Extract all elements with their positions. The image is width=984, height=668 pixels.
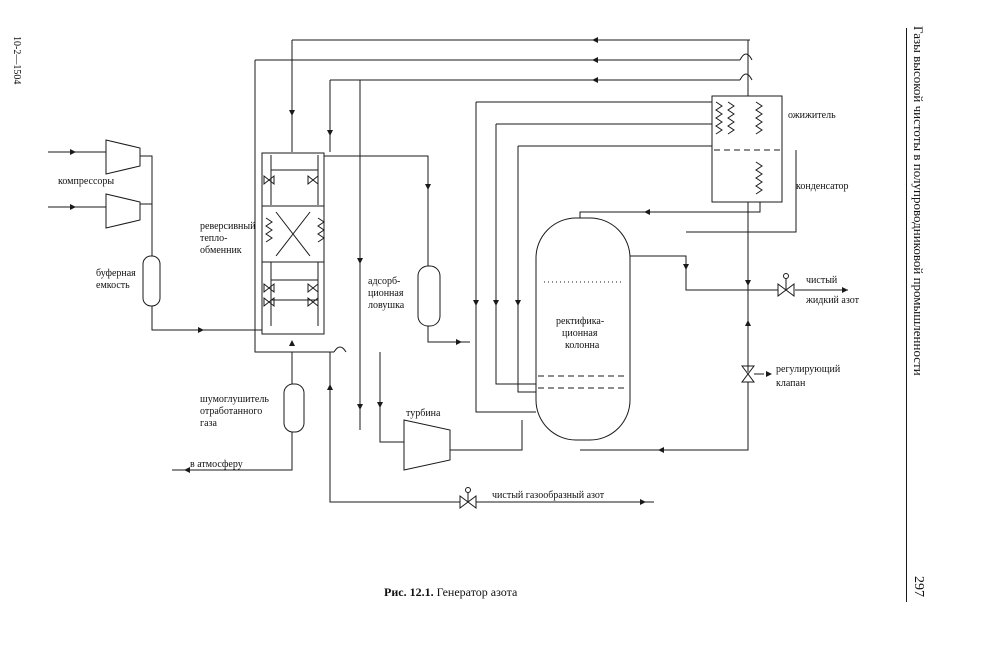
label-silencer-2: отработанного <box>200 406 262 417</box>
adsorber-trap <box>417 265 441 327</box>
figure-caption: Рис. 12.1. Генератор азота <box>384 585 517 600</box>
label-column-1: ректифика- <box>556 316 604 327</box>
label-gas-product: чистый газообразный азот <box>492 490 605 501</box>
label-liquid-2: жидкий азот <box>805 295 860 306</box>
label-adsorber-2: ционная <box>368 288 404 299</box>
label-liquefier: ожижитель <box>788 110 836 121</box>
label-buffer-1: буферная <box>96 268 136 279</box>
label-atmosphere: в атмосферу <box>190 459 243 470</box>
switching-valves <box>263 174 319 308</box>
silencer <box>283 383 305 433</box>
label-adsorber-3: ловушка <box>368 300 405 311</box>
liquefier-condenser <box>711 95 783 203</box>
label-valve-1: регулирующий <box>776 364 841 375</box>
label-compressors: компрессоры <box>58 176 114 187</box>
rectification-column <box>535 217 631 441</box>
equipment <box>105 95 795 509</box>
buffer-vessel <box>142 255 161 307</box>
label-condenser: конденсатор <box>796 181 849 192</box>
label-column-3: колонна <box>565 340 600 351</box>
label-column-2: ционная <box>562 328 598 339</box>
label-silencer-1: шумоглушитель <box>200 394 269 405</box>
label-exchanger-1: реверсивный <box>200 221 256 232</box>
label-silencer-3: газа <box>200 418 217 429</box>
label-exchanger-3: обменник <box>200 245 242 256</box>
label-valve-2: клапан <box>776 378 806 389</box>
compressor-1 <box>105 139 141 175</box>
label-exchanger-2: тепло- <box>200 233 227 244</box>
label-buffer-2: емкость <box>96 280 130 291</box>
caption-text: Генератор азота <box>436 585 518 599</box>
margin-rule <box>906 28 907 602</box>
label-adsorber-1: адсорб- <box>368 276 400 287</box>
diagram-labels: компрессоры буферная емкость реверсивный… <box>58 110 860 501</box>
compressor-2 <box>105 193 141 229</box>
caption-label: Рис. 12.1. <box>384 585 434 599</box>
label-turbine: турбина <box>406 408 441 419</box>
label-liquid-1: чистый <box>806 275 838 286</box>
turbine <box>403 419 451 471</box>
